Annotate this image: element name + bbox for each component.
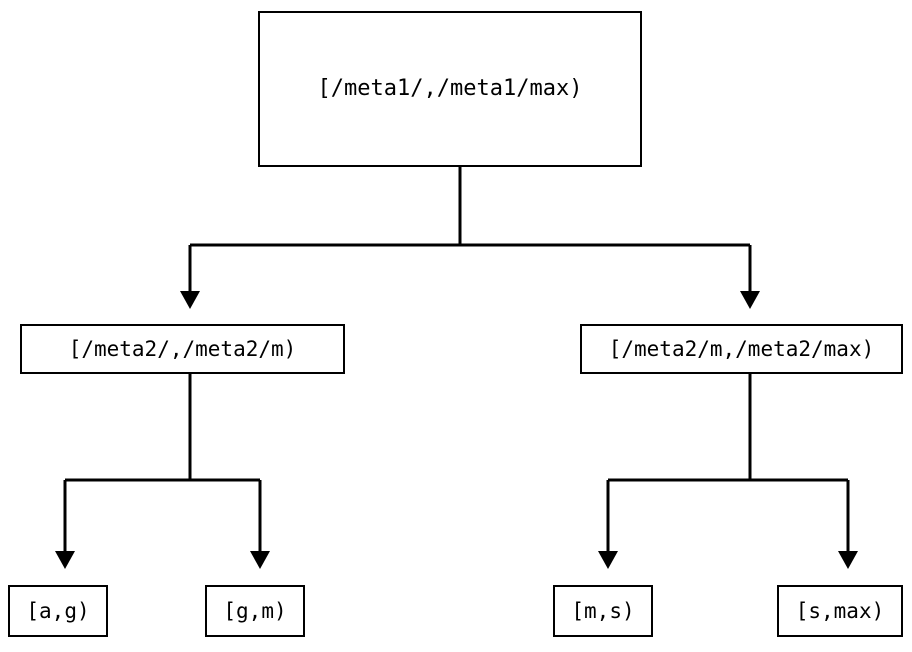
tree-node-leaf-gm[interactable]: [g,m) [205,585,305,637]
tree-node-leaf-smax[interactable]: [s,max) [777,585,903,637]
edge-root-to-mid-group [180,167,760,309]
tree-node-mid-right-label: [/meta2/m,/meta2/max) [608,336,875,361]
tree-node-mid-left[interactable]: [/meta2/,/meta2/m) [20,324,345,374]
arrowhead-to-leaf-ms [598,551,618,569]
edge-mid-right-to-leaves-group [598,374,858,569]
tree-node-leaf-smax-label: [s,max) [795,598,885,623]
tree-node-leaf-ms[interactable]: [m,s) [553,585,653,637]
tree-node-leaf-gm-label: [g,m) [223,598,287,623]
tree-node-leaf-ag[interactable]: [a,g) [8,585,108,637]
arrowhead-to-leaf-smax [838,551,858,569]
tree-node-mid-right[interactable]: [/meta2/m,/meta2/max) [580,324,903,374]
tree-node-mid-left-label: [/meta2/,/meta2/m) [68,336,297,361]
tree-node-leaf-ag-label: [a,g) [26,598,90,623]
arrowhead-to-leaf-ag [55,551,75,569]
arrowhead-to-leaf-gm [250,551,270,569]
tree-node-root[interactable]: [/meta1/,/meta1/max) [258,11,642,167]
arrowhead-root-to-mid-left [180,291,200,309]
edge-mid-left-to-leaves-group [55,374,270,569]
tree-node-root-label: [/meta1/,/meta1/max) [317,76,583,101]
tree-node-leaf-ms-label: [m,s) [571,598,635,623]
arrowhead-root-to-mid-right [740,291,760,309]
